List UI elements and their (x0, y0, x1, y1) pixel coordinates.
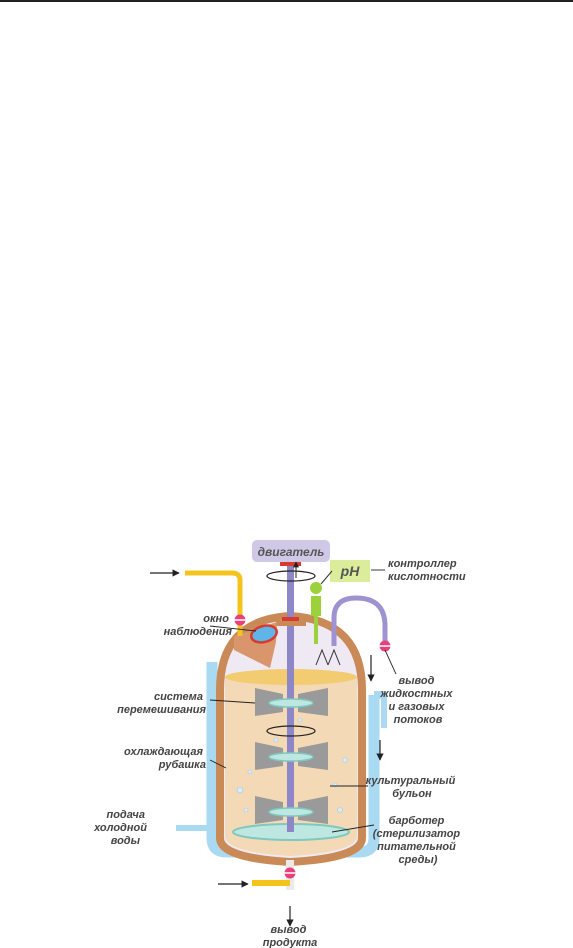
top-rule (0, 0, 573, 2)
product-label-2: продукта (263, 937, 318, 948)
window-label-1: окно (203, 613, 229, 625)
controller-label-1: контроллер (388, 558, 457, 570)
sparger-label-4: среды) (399, 854, 438, 866)
ph-probe (310, 582, 322, 644)
motor-box (252, 540, 330, 562)
outlet-label-1: вывод (399, 675, 435, 687)
svg-text:вывод жидкостных и газ: вывод жидкостных и газовых потоков (379, 675, 455, 726)
window-label-2: наблюдения (164, 626, 233, 638)
outlet-label-2: жидкостных (379, 688, 453, 700)
broth-label-1: культуральный (366, 775, 456, 787)
mixing-label-2: перемешивания (117, 704, 206, 716)
jacket-label-1: охлаждающая (124, 746, 203, 758)
cold-water-label-2: холодной (93, 822, 147, 834)
mixing-label-1: система (154, 691, 203, 703)
impeller (255, 688, 328, 716)
svg-text:вывод продукта: вывод продукта (263, 924, 318, 948)
outlet-label-4: потоков (394, 714, 443, 726)
jacket-label-2: рубашка (158, 759, 206, 771)
rotation-arrow-top (266, 570, 316, 582)
outlet-tube (331, 595, 388, 646)
agitator-shaft (287, 562, 294, 832)
svg-text:окно наблюдения: окно наблюдения (164, 613, 233, 638)
sparger-label-1: барботер (389, 815, 445, 827)
broth-label-2: бульон (392, 788, 432, 800)
sparger-label-3: питательной (377, 841, 456, 853)
product-label-1: вывод (271, 924, 307, 936)
svg-text:подача холодной воды: подача холодной воды (93, 809, 150, 847)
sparger-label-2: (стерилизатор (373, 828, 461, 840)
impeller (255, 796, 328, 824)
leader-lines (209, 569, 397, 833)
ph-label: pH (340, 563, 361, 579)
cold-water-label-1: подача (106, 809, 144, 821)
ph-box (330, 560, 370, 582)
air-bubbles (236, 717, 348, 813)
lid-flange (276, 621, 306, 626)
svg-text:охлаждающая рубашка: охлаждающая рубашка (124, 746, 206, 771)
product-feed-pipe (252, 880, 290, 886)
svg-text:система перемешивания: система перемешивания (117, 691, 206, 716)
svg-text:контроллер кислотности: контроллер кислотности (388, 558, 466, 583)
controller-label-2: кислотности (388, 571, 466, 583)
observation-window (250, 624, 278, 644)
rotation-arrow-middle (266, 725, 316, 737)
impeller (255, 742, 328, 770)
feed-pipe (185, 570, 243, 636)
outlet-label-3: и газовых (388, 701, 445, 713)
motor-label: двигатель (258, 545, 325, 559)
svg-text:барботер (стерилизатор: барботер (стерилизатор питательной среды… (373, 815, 463, 866)
svg-text:культуральный бульон: культуральный бульон (366, 775, 459, 800)
cold-water-label-3: воды (111, 835, 141, 847)
